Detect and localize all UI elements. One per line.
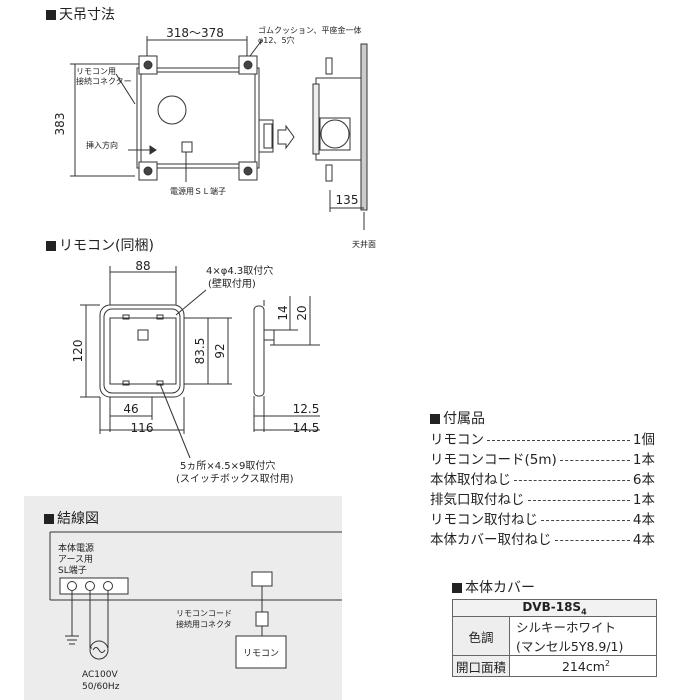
remote-dim-inner-h2: 92: [213, 343, 227, 358]
ceiling-heading: 天吊寸法: [46, 4, 115, 24]
label-rubber-cushion: ゴムクッション、平座金一体: [258, 25, 362, 35]
remote-dim-bottom-46: 46: [123, 402, 138, 416]
cover-table: DVB-18S4 色調 シルキーホワイト (マンセル5Y8.9/1) 開口面積 …: [452, 598, 657, 678]
wiring-ac1: AC100V: [82, 670, 118, 680]
dim-height: 383: [53, 113, 67, 136]
cover-heading: 本体カバー: [452, 577, 535, 597]
remote-dim-bottom-116: 116: [131, 421, 154, 435]
dim-width-range: 318〜378: [166, 26, 224, 40]
remote-dim-145: 14.5: [293, 421, 320, 435]
accessories-heading: 付属品: [430, 408, 485, 428]
label-wall-mount: (壁取付用): [208, 277, 256, 290]
cover-area-label: 開口面積: [452, 655, 510, 678]
label-sl-terminal: 電源用ＳＬ端子: [170, 186, 226, 196]
label-mount-holes: 4×φ4.3取付穴: [206, 264, 273, 277]
label-insert-direction: 挿入方向: [86, 140, 118, 150]
label-ceiling-surface: 天井面: [352, 239, 376, 249]
wiring-remote-box: リモコン: [243, 649, 279, 659]
cover-model: DVB-18S4: [452, 598, 657, 618]
wiring-earth: アース用: [58, 554, 93, 565]
accessory-row: リモコンコード(5m)1本: [430, 452, 655, 468]
cover-area-value: 214cm2: [509, 655, 657, 678]
remote-dim-14: 14: [276, 305, 290, 320]
wiring-sl-terminal: SL端子: [58, 564, 87, 576]
wiring-heading: 結線図: [44, 508, 99, 528]
remote-dim-height: 120: [71, 340, 85, 363]
remote-dim-width: 88: [135, 259, 150, 273]
cover-color-label: 色調: [452, 616, 510, 657]
cover-color-value: シルキーホワイト (マンセル5Y8.9/1): [509, 616, 657, 657]
label-switch-holes: 5ヵ所×4.5×9取付穴: [180, 459, 275, 472]
wiring-ac2: 50/60Hz: [82, 682, 120, 692]
remote-heading: リモコン(同梱): [46, 235, 154, 255]
label-switch-box: (スイッチボックス取付用): [176, 472, 294, 485]
wiring-body-power: 本体電源: [58, 542, 94, 554]
remote-dim-125: 12.5: [293, 402, 320, 416]
label-hole-spec: φ12、5穴: [258, 35, 295, 45]
remote-dim-20: 20: [295, 305, 309, 320]
remote-dim-inner-h1: 83.5: [193, 338, 207, 365]
dim-depth: 135: [336, 193, 359, 207]
wiring-cord-connector-2: 接続用コネクタ: [176, 619, 232, 629]
label-remote-connector-2: 接続コネクター: [76, 76, 132, 86]
wiring-panel: 結線図 本体電源 アース用 SL端子 リモコンコ: [24, 496, 342, 700]
wiring-cord-connector-1: リモコンコード: [176, 609, 232, 618]
label-remote-connector-1: リモコン用: [76, 67, 116, 76]
